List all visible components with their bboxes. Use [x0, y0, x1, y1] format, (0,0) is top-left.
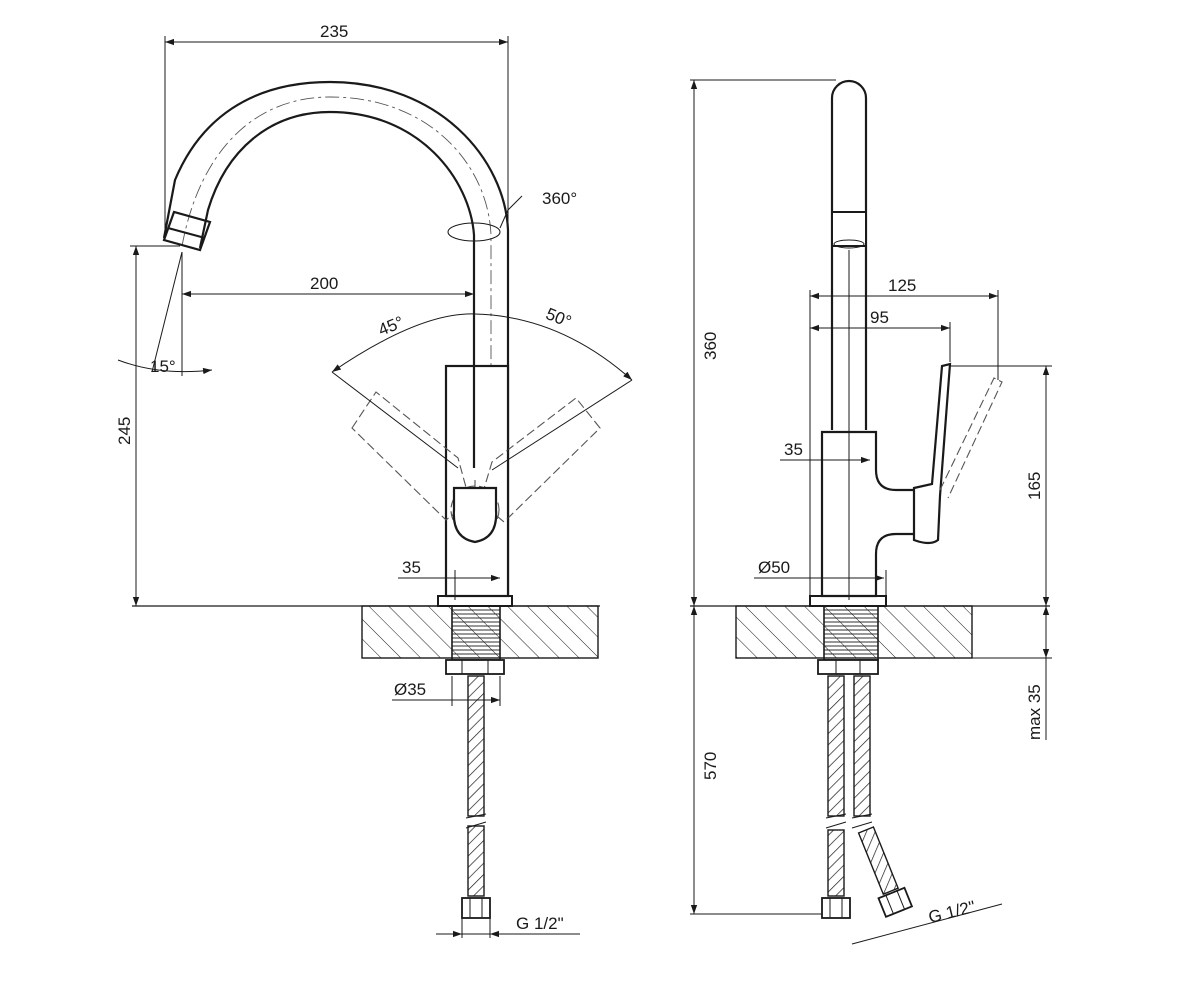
front-shank: [451, 603, 501, 661]
side-body: [820, 430, 918, 598]
front-view: 235 360° 200 45° 50° 15° 245 35: [115, 22, 633, 938]
dim-side-height-total: 360: [701, 332, 720, 360]
dim-side-hose-length: 570: [701, 752, 720, 780]
front-nut: [445, 659, 505, 675]
dim-side-thread: G 1/2": [926, 897, 977, 927]
side-view: 360 125 95 35 Ø50 165 max 35 570: [690, 79, 1052, 945]
side-base-plate: [809, 595, 887, 607]
dim-side-deck-max: max 35: [1025, 684, 1044, 740]
dim-side-body-width: 35: [784, 440, 803, 459]
dim-front-right-angle: 50°: [543, 304, 574, 331]
dim-side-lever-depth: 125: [888, 276, 916, 295]
dim-front-height: 245: [115, 417, 134, 445]
front-body: [444, 364, 510, 598]
side-hoses: [821, 675, 914, 919]
front-lever: [452, 486, 498, 544]
side-lever: [912, 362, 952, 545]
side-lever-ghost: [939, 377, 1003, 499]
dim-side-lever-inner: 95: [870, 308, 889, 327]
front-rotation-arrow: [447, 222, 501, 242]
dim-front-body-width: 35: [402, 558, 421, 577]
dim-front-width-total: 235: [320, 22, 348, 41]
dim-side-base-diameter: Ø50: [758, 558, 790, 577]
dim-front-thread: G 1/2": [516, 914, 564, 933]
dim-front-tilt: 15°: [150, 357, 176, 376]
dim-side-lever-height: 165: [1025, 472, 1044, 500]
front-hose: [461, 675, 491, 919]
front-spout-outer: [162, 80, 510, 596]
side-spout: [830, 79, 868, 430]
dim-front-shank-diameter: Ø35: [394, 680, 426, 699]
dim-front-left-angle: 45°: [376, 313, 407, 340]
dim-line-side-thread: [851, 903, 1003, 945]
front-base-plate: [437, 595, 513, 607]
side-aerator: [831, 211, 867, 247]
side-shank: [823, 603, 879, 661]
dim-line-lever-angles: [331, 313, 633, 381]
dim-front-rotation: 360°: [542, 189, 577, 208]
front-aerator: [162, 210, 212, 252]
side-nut: [817, 659, 879, 675]
front-spout-inner: [198, 110, 476, 368]
dim-front-reach: 200: [310, 274, 338, 293]
